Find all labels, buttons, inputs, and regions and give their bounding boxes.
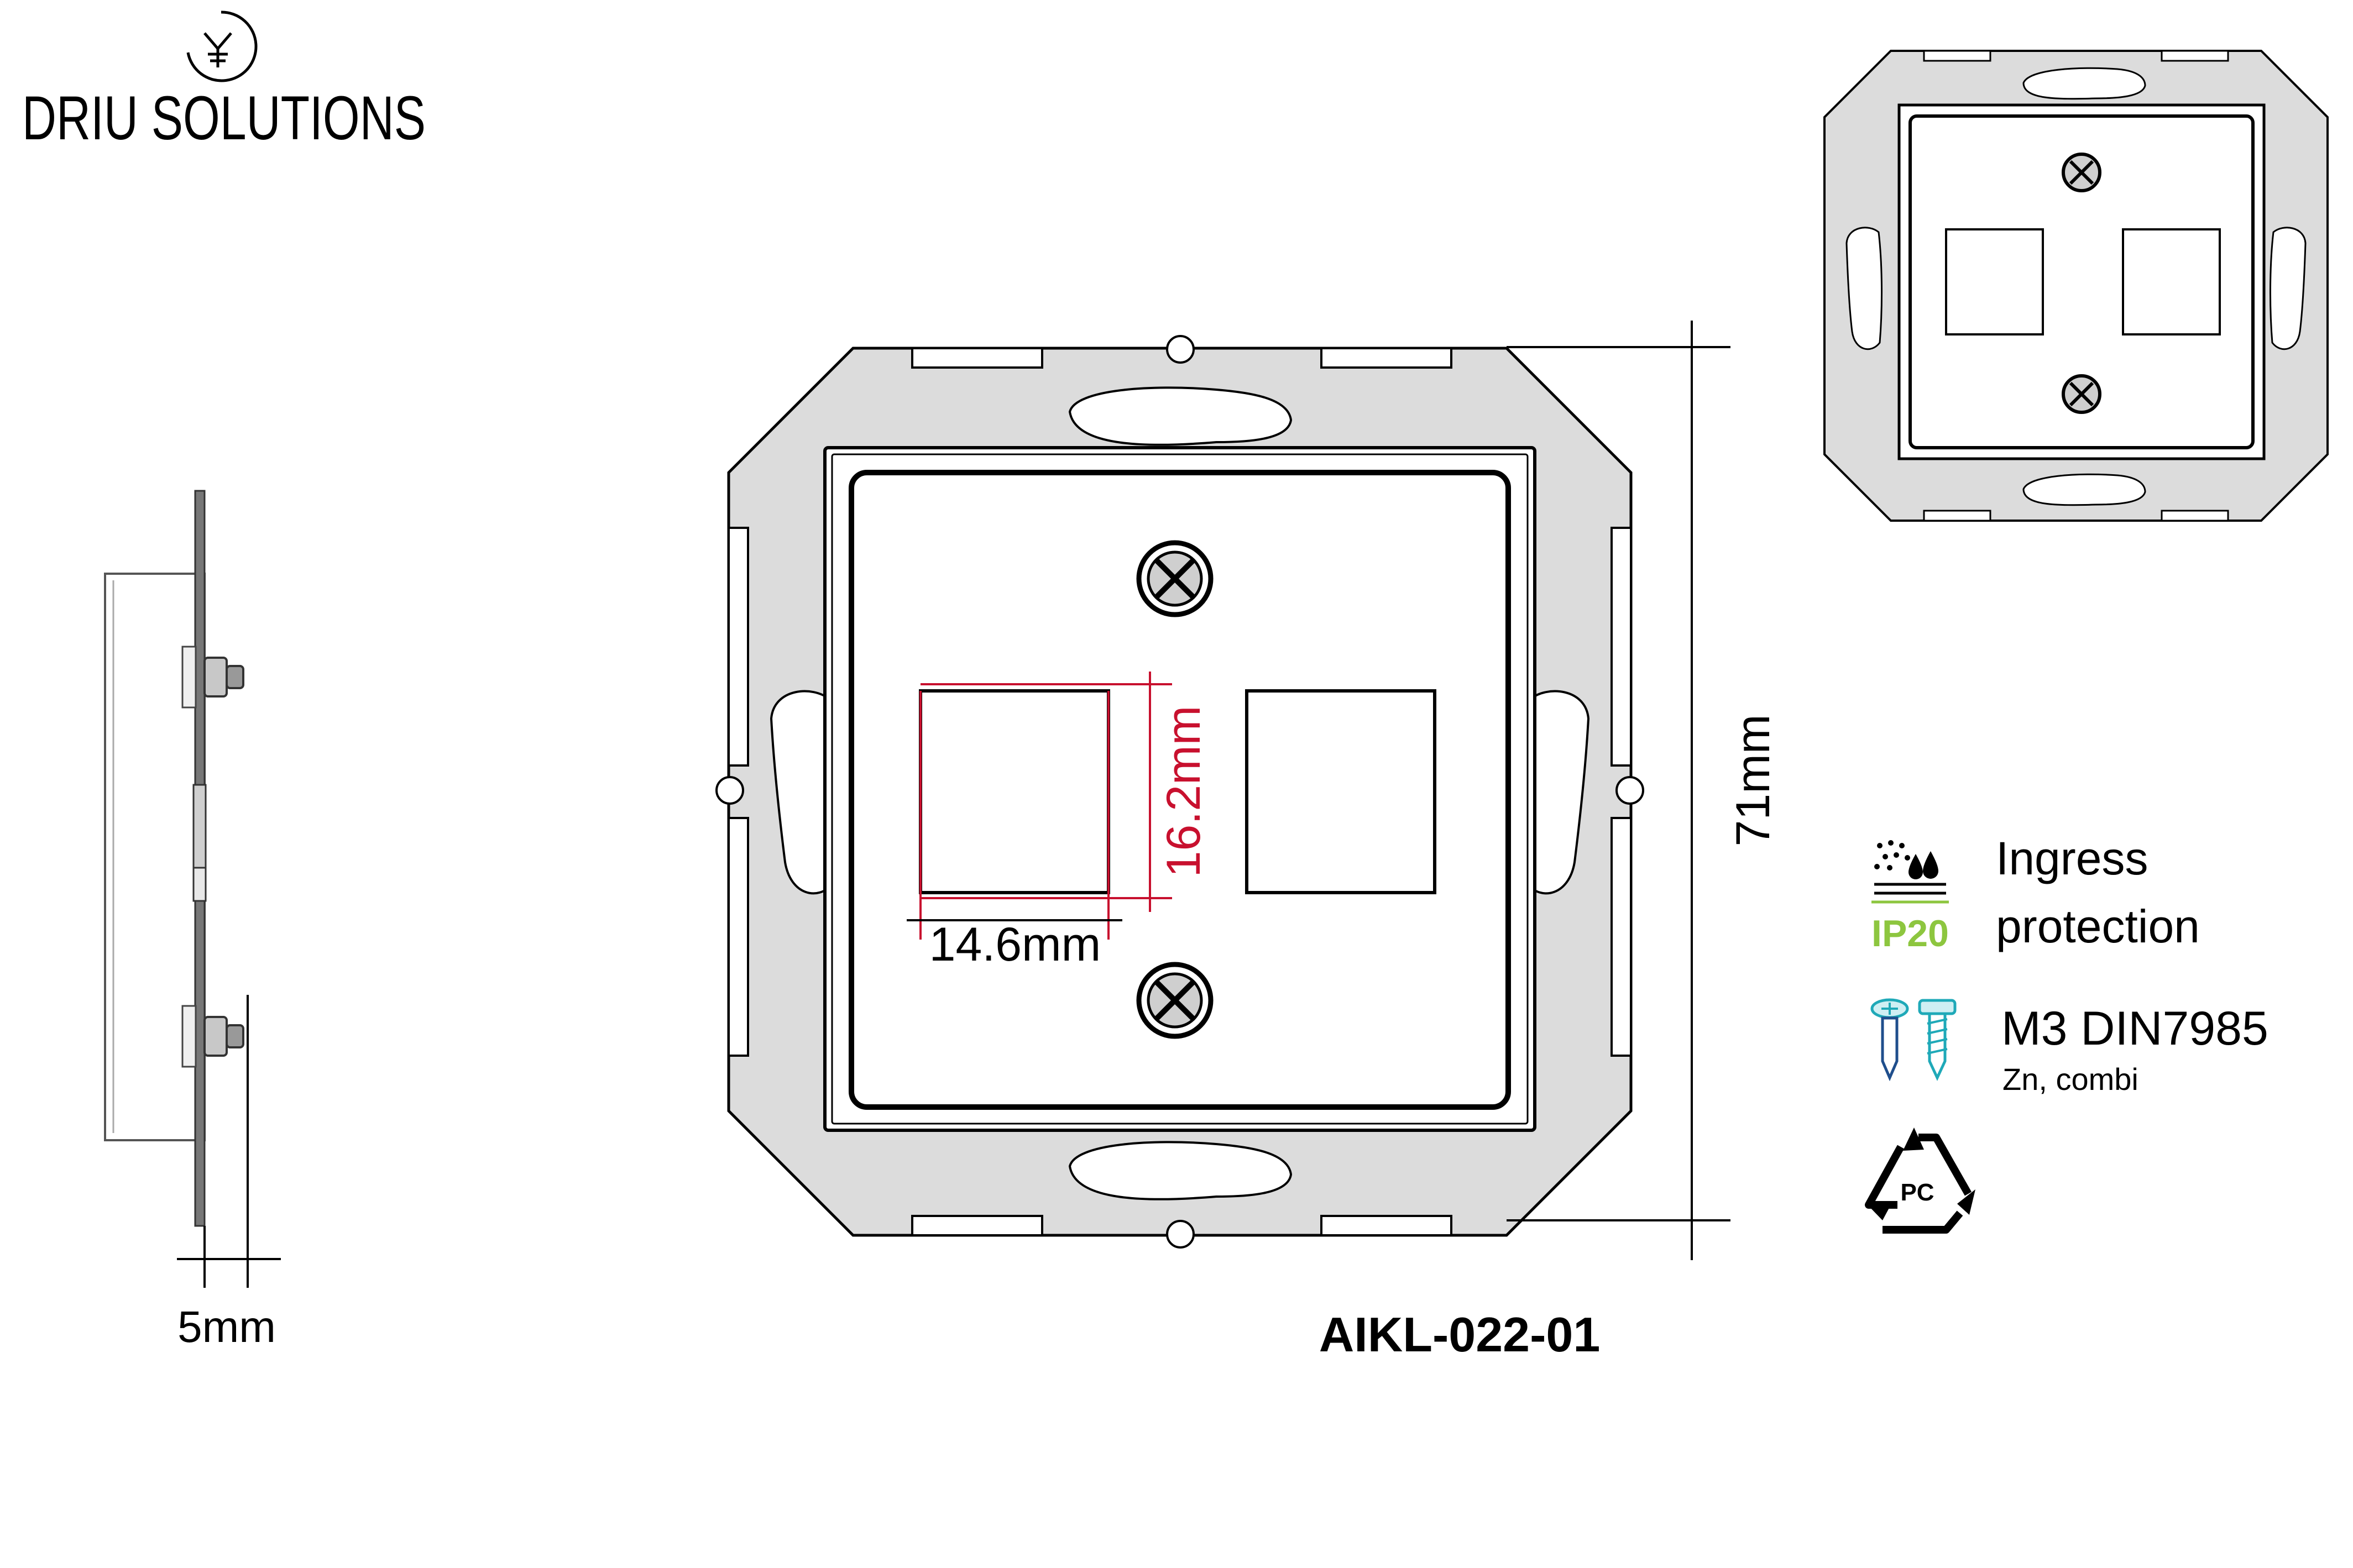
rj45-port-right: [1245, 689, 1436, 894]
thumb-screw-top-icon: [2062, 153, 2101, 192]
thumb-screw-bottom-icon: [2062, 374, 2101, 414]
side-view: 5mm: [104, 490, 281, 1351]
front-screw-top-icon: [1136, 540, 1214, 617]
frame-slots: [728, 347, 1632, 1236]
ingress-label-line2: protection: [1996, 900, 2200, 952]
recycling-material: PC: [1900, 1179, 1934, 1206]
overall-size-label: 71mm: [1727, 715, 1780, 847]
depth-dimension: [177, 995, 281, 1288]
thumb-port-left: [1945, 228, 2044, 335]
rj45-port-left: [919, 689, 1110, 894]
screw-spec: M3 DIN7985 Zn, combi: [1870, 998, 2268, 1097]
side-screw-lower: [181, 1005, 244, 1068]
screw-spec-subtitle: Zn, combi: [2002, 1062, 2138, 1097]
screw-spec-title: M3 DIN7985: [2001, 1002, 2268, 1055]
screw-icon: [1870, 998, 1957, 1082]
recycling-spec: PC: [1865, 1128, 1975, 1234]
overall-dimension: [1507, 321, 1730, 1260]
front-screw-bottom-icon: [1136, 962, 1214, 1039]
thumbnail-view: [1823, 50, 2329, 522]
water-drops-icon: [1871, 840, 1949, 904]
port-width-label: 14.6mm: [929, 918, 1101, 971]
front-view: 14.6mm 16.2mm 71mm AIKL-022-01: [715, 321, 1780, 1362]
frame-keyhole-slots: [770, 386, 1590, 1200]
cover-plate-inner: [849, 470, 1511, 1110]
lightbulb-logo-icon: [186, 11, 258, 82]
thumb-port-right: [2122, 228, 2221, 335]
ingress-protection-spec: IP20 Ingress protection: [1871, 832, 2200, 955]
ingress-label-line1: Ingress: [1996, 832, 2148, 884]
product-code: AIKL-022-01: [1319, 1307, 1601, 1362]
side-screw-upper: [181, 646, 244, 709]
brand-logo: DRIU SOLUTIONS: [22, 11, 426, 153]
port-dimension-lines: [919, 672, 1172, 940]
brand-name: DRIU SOLUTIONS: [22, 83, 426, 153]
ip-rating-badge: IP20: [1871, 913, 1949, 955]
depth-label: 5mm: [177, 1302, 276, 1351]
port-height-label: 16.2mm: [1157, 706, 1210, 878]
